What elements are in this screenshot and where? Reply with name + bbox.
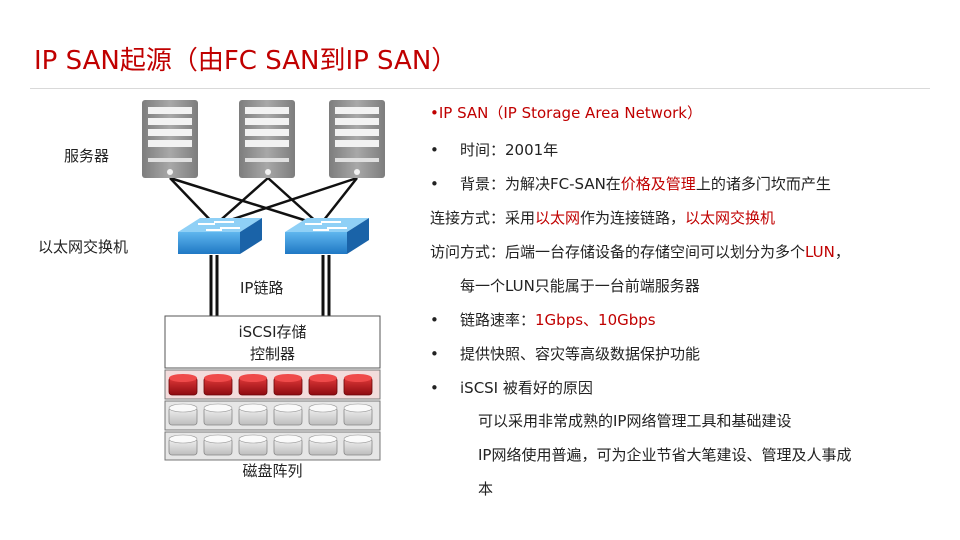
server-1 <box>142 100 198 178</box>
server-2 <box>239 100 295 178</box>
title-divider <box>30 88 930 89</box>
disk-array <box>164 369 381 461</box>
title-part-1: IP SAN <box>34 46 120 76</box>
line-background-c: 上的诸多门坎而产生 <box>695 175 831 193</box>
line-connection-c: 作为连接链路， <box>580 209 686 227</box>
controller-label-line2: 控制器 <box>249 345 295 363</box>
bullet: • <box>430 311 439 329</box>
line-access-a: 访问方式：后端一台存储设备的存储空间可以划分为多个 <box>430 243 806 261</box>
line-connection-highlight-1: 以太网 <box>535 209 581 227</box>
line-ipsan-definition: •IP SAN（IP Storage Area Network） <box>430 104 702 122</box>
line-time-text: 时间：2001年 <box>460 141 559 159</box>
line-background-highlight: 价格及管理 <box>620 175 696 193</box>
page-title: IP SAN起源（由FC SAN到IP SAN） <box>34 40 457 77</box>
server-3 <box>329 100 385 178</box>
bullet: • <box>430 379 439 397</box>
line-reason-1: 可以采用非常成熟的IP网络管理工具和基础建设 <box>478 412 792 430</box>
line-speed-a: 链路速率： <box>460 311 536 329</box>
bullet: • <box>430 141 439 159</box>
ethernet-switch-2 <box>285 218 369 254</box>
line-access: 访问方式：后端一台存储设备的存储空间可以划分为多个LUN， <box>430 241 850 262</box>
ip-link-label: IP链路 <box>240 279 284 297</box>
controller-label-line1: iSCSI存储 <box>238 323 307 341</box>
server-switch-links <box>169 176 358 227</box>
line-reason-2: IP网络使用普遍，可为企业节省大笔建设、管理及人事成 <box>478 446 852 464</box>
title-part-2: 起源（由FC SAN到IP SAN） <box>119 46 458 76</box>
line-protection: • 提供快照、容灾等高级数据保护功能 <box>430 343 700 364</box>
ethernet-switch-1 <box>178 218 262 254</box>
bullet: • <box>430 345 439 363</box>
line-iscsi-reasons: • iSCSI 被看好的原因 <box>430 377 593 398</box>
line-iscsi-reasons-text: iSCSI 被看好的原因 <box>460 379 593 397</box>
line-time: • 时间：2001年 <box>430 139 558 160</box>
switch-label: 以太网交换机 <box>38 238 129 256</box>
disk-array-label: 磁盘阵列 <box>242 462 303 480</box>
servers-label: 服务器 <box>64 147 110 165</box>
line-lun: 每一个LUN只能属于一台前端服务器 <box>460 277 700 295</box>
line-reason-2-cont: 本 <box>478 480 494 498</box>
bullet: • <box>430 175 439 193</box>
line-connection: 连接方式：采用以太网作为连接链路，以太网交换机 <box>430 207 775 228</box>
line-access-c: ， <box>834 243 850 261</box>
line-protection-text: 提供快照、容灾等高级数据保护功能 <box>460 345 701 363</box>
line-background-a: 背景：为解决FC-SAN在 <box>460 175 621 193</box>
line-connection-highlight-2: 以太网交换机 <box>685 209 776 227</box>
storage-controller-box <box>164 315 381 369</box>
line-speed-highlight: 1Gbps、10Gbps <box>535 311 656 329</box>
line-connection-a: 连接方式：采用 <box>430 209 536 227</box>
ip-links <box>209 255 331 316</box>
line-access-highlight: LUN <box>805 243 835 261</box>
line-speed: • 链路速率：1Gbps、10Gbps <box>430 309 656 330</box>
line-background: • 背景：为解决FC-SAN在价格及管理上的诸多门坎而产生 <box>430 173 831 194</box>
